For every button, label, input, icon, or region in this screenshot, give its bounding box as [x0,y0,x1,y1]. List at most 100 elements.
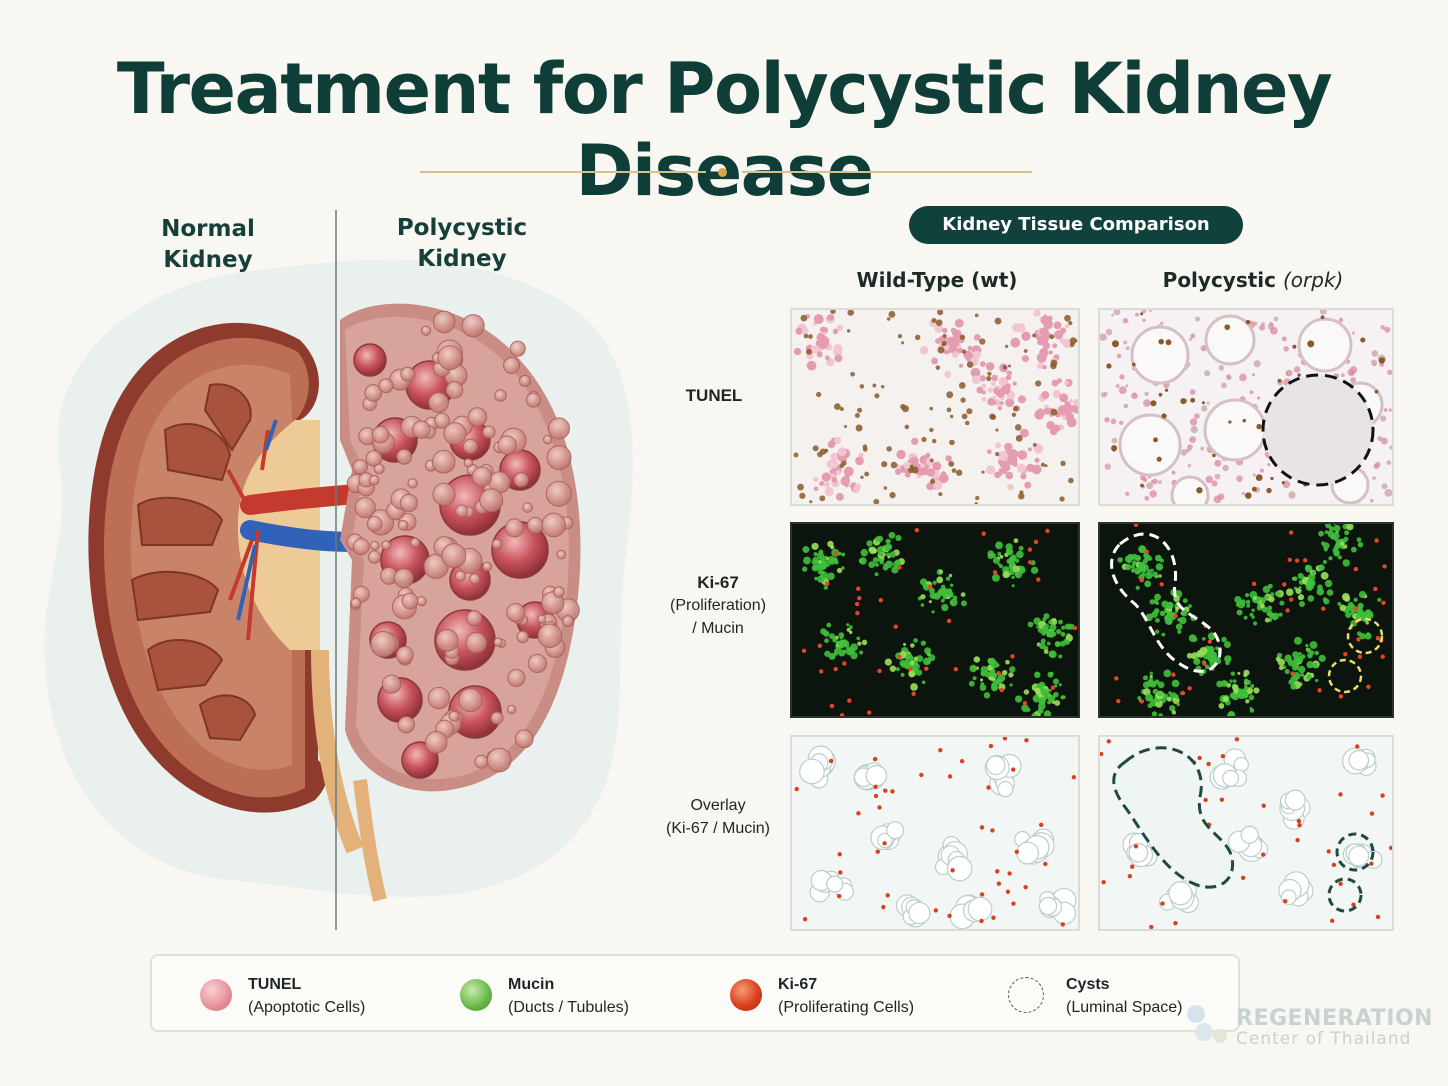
mucin-signal [1008,556,1015,562]
tissue-cell [1152,478,1158,485]
mucin-signal [1011,584,1015,588]
ki67-signal [897,654,902,660]
tissue-cell [903,461,911,469]
tissue-cell [1148,310,1153,312]
apoptotic-nucleus [1111,445,1118,452]
mucin-signal [992,672,998,678]
ki67-signal [1039,822,1044,827]
legend-item-tunel-text: TUNEL (Apoptotic Cells) [248,973,365,1019]
small-cyst [491,538,503,550]
mucin-signal [1251,608,1255,613]
mucin-signal [1064,623,1072,630]
tissue-cell [1125,491,1130,496]
ki67-signal [1380,654,1385,659]
tissue-cell [981,390,986,395]
ki67-signal [999,687,1004,693]
column-header-wild-type: Wild-Type (wt) [792,268,1082,292]
apoptotic-nucleus [975,495,980,501]
mucin-signal [1040,638,1046,644]
apoptotic-nucleus [929,427,934,433]
apoptotic-nucleus [809,500,813,504]
legend-item-cysts-text: Cysts (Luminal Space) [1066,973,1183,1019]
mucin-signal [1047,630,1055,638]
ki67-signal [1329,918,1335,924]
mucin-signal [1142,675,1149,681]
apoptotic-nucleus [960,397,966,403]
tissue-cell [1065,412,1075,421]
tissue-cell [1285,369,1293,377]
tissue-cell [1270,326,1278,335]
tissue-cell [834,436,842,444]
mucin-signal [1012,565,1020,573]
tissue-cell [835,469,842,476]
tissue-cell [1222,464,1229,472]
ki67-signal [802,917,808,922]
ki67-signal [866,710,872,715]
ki67-signal [1133,524,1139,528]
mucin-signal [820,571,829,580]
tissue-cell [1020,428,1029,438]
small-cyst [547,417,570,440]
mucin-signal [1323,598,1330,605]
mucin-signal [1204,664,1210,670]
mucin-signal [1243,673,1248,678]
ki67-signal [1285,608,1290,613]
tissue-cell [1205,475,1213,484]
ki67-signal [1130,864,1135,869]
apoptotic-nucleus [1245,319,1251,325]
ki67-signal [1381,600,1386,606]
apoptotic-nucleus [951,468,957,473]
apoptotic-nucleus [986,376,992,382]
panel-ki67-wild-type [790,522,1080,718]
mucin-signal [1147,568,1151,573]
tubule-outline [886,821,905,840]
apoptotic-nucleus [1196,487,1203,494]
small-cyst [431,449,456,474]
mucin-signal [1152,688,1159,695]
ki67-signal [1187,686,1192,691]
small-cyst [462,438,479,454]
tubule-outline [1016,841,1040,865]
tubule-outline [1284,789,1306,811]
mucin-signal [1043,649,1049,655]
ki67-signal [1240,875,1246,880]
tissue-cell [1189,337,1193,341]
mucin-signal [1181,609,1188,617]
mucin-signal [1294,663,1299,668]
ki67-signal [838,870,843,875]
tissue-cell [1059,327,1067,334]
mucin-signal [1206,651,1215,660]
legend-mucin-title: Mucin [508,976,555,993]
mucin-signal [1130,568,1136,573]
mucin-signal [1154,593,1162,601]
mucin-signal [1344,530,1350,536]
tissue-cell [1064,323,1070,329]
mucin-signal [980,682,985,687]
mucin-signal [1143,568,1147,573]
mucin-signal [1149,599,1155,605]
mucin-signal [900,672,905,677]
mucin-signal [859,650,864,655]
mucin-signal [992,573,1000,582]
mucin-signal [1036,625,1040,629]
small-cyst [381,540,392,551]
tissue-cell [793,347,802,356]
ki67-signal [833,551,839,556]
apoptotic-nucleus [1292,344,1297,349]
mucin-signal [1222,695,1229,703]
tissue-cell [1187,444,1193,451]
mucin-signal [813,552,818,556]
tissue-cell [998,376,1009,387]
apoptotic-nucleus [1228,420,1232,424]
small-cyst [562,615,574,627]
mucin-signal [1253,687,1260,694]
mucin-signal [1229,679,1233,683]
tissue-cell [1144,495,1150,501]
ki67-signal [988,743,994,749]
mucin-signal [1244,593,1250,598]
apoptotic-nucleus [1158,338,1164,345]
tissue-cell [1281,336,1287,342]
mucin-signal [868,561,876,568]
tissue-cell [855,456,864,466]
mucin-signal [846,623,850,627]
